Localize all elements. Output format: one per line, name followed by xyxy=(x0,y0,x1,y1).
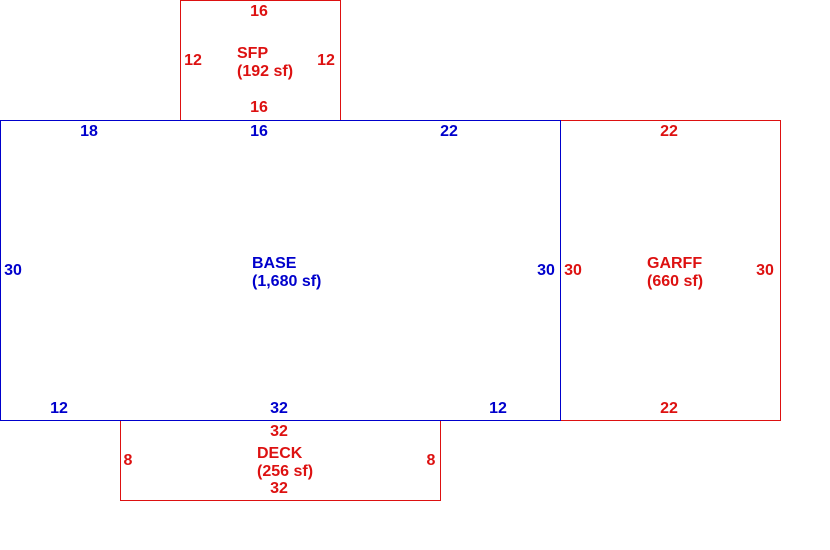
base-top-left-dimension: 18 xyxy=(80,123,98,140)
base-top-right-dimension: 22 xyxy=(440,123,458,140)
base-area-label: (1,680 sf) xyxy=(252,273,322,290)
deck-area-label: (256 sf) xyxy=(257,463,314,480)
base-bottom-mid-dimension: 32 xyxy=(270,400,288,417)
base-left-dimension: 30 xyxy=(4,262,22,279)
garff-left-dimension: 30 xyxy=(564,262,582,279)
base-name-label: BASE xyxy=(252,255,297,272)
deck-top-dimension: 32 xyxy=(270,423,288,440)
garff-right-dimension: 30 xyxy=(756,262,774,279)
sfp-area-label: (192 sf) xyxy=(237,63,294,80)
base-outline xyxy=(0,120,561,421)
sfp-left-dimension: 12 xyxy=(184,52,202,69)
garff-bottom-dimension: 22 xyxy=(660,400,678,417)
sfp-top-dimension: 16 xyxy=(250,3,268,20)
sfp-bottom-dimension: 16 xyxy=(250,99,268,116)
base-top-mid-dimension: 16 xyxy=(250,123,268,140)
garff-name-label: GARFF xyxy=(647,255,703,272)
deck-bottom-dimension: 32 xyxy=(270,480,288,497)
base-bottom-left-dimension: 12 xyxy=(50,400,68,417)
deck-left-dimension: 8 xyxy=(123,452,133,469)
base-bottom-right-dimension: 12 xyxy=(489,400,507,417)
deck-name-label: DECK xyxy=(257,445,303,462)
sfp-name-label: SFP xyxy=(237,45,269,62)
base-right-dimension: 30 xyxy=(537,262,555,279)
garff-area-label: (660 sf) xyxy=(647,273,704,290)
sfp-right-dimension: 12 xyxy=(317,52,335,69)
garff-top-dimension: 22 xyxy=(660,123,678,140)
deck-right-dimension: 8 xyxy=(426,452,436,469)
